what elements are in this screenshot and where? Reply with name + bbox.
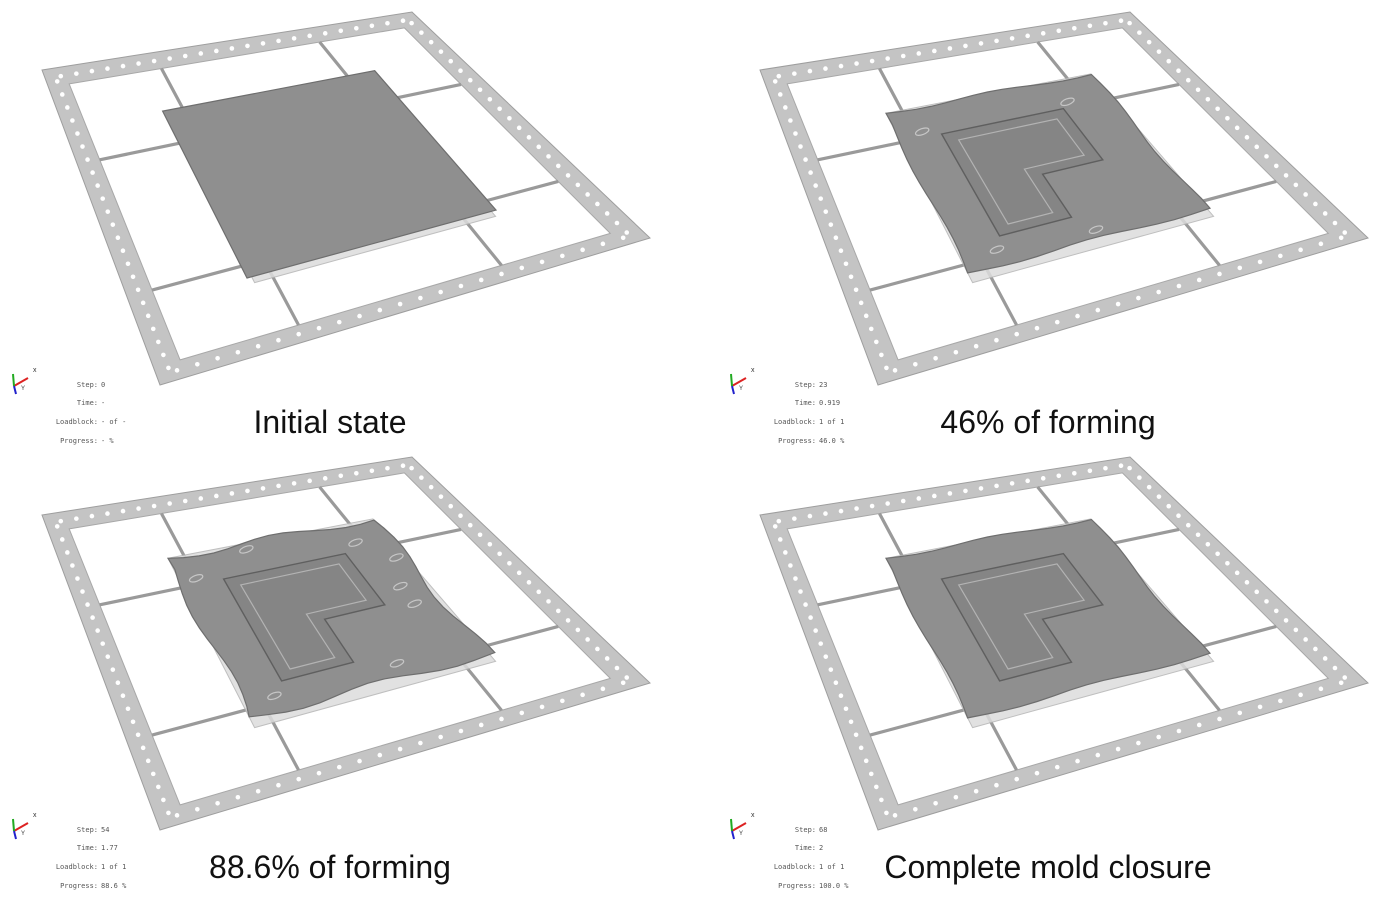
wrinkle-marks: [914, 97, 1104, 254]
composite-sheet: [166, 519, 496, 718]
wrinkle-marks: [188, 538, 422, 701]
progress-value: 46.0 %: [819, 437, 845, 446]
progress-value: - %: [101, 437, 114, 446]
formed-l-cavity: [940, 552, 1105, 682]
axis-y-label: Y: [21, 386, 25, 392]
panel-caption: 88.6% of forming: [209, 849, 451, 885]
frame-holes: [54, 463, 630, 818]
step-value: 23: [819, 380, 828, 389]
step-info: Step:0 Time:- Loadblock:- of - Progress:…: [55, 380, 127, 446]
loadblock-value: 1 of 1: [819, 863, 845, 872]
frame-holes: [772, 18, 1348, 373]
axis-x-label: x: [751, 367, 755, 374]
panel-caption: Initial state: [253, 404, 407, 440]
step-value: 68: [819, 825, 828, 834]
simulation-view: [41, 11, 651, 386]
simulation-view: [41, 456, 651, 831]
step-info: Step:54 Time:1.77 Loadblock:1 of 1 Progr…: [55, 825, 127, 891]
frame-holes: [772, 463, 1348, 818]
panel-caption: Complete mold closure: [884, 849, 1212, 885]
formed-l-cavity: [222, 552, 387, 682]
frame-holes: [54, 18, 630, 373]
axis-y-label: Y: [739, 386, 743, 392]
axis-x-label: x: [33, 812, 37, 819]
step-value: 54: [101, 825, 110, 834]
simulation-view: [759, 456, 1369, 831]
loadblock-value: 1 of 1: [101, 863, 127, 872]
time-value: 0.919: [819, 399, 841, 408]
step-info: Step:68 Time:2 Loadblock:1 of 1 Progress…: [773, 825, 849, 891]
loadblock-value: 1 of 1: [819, 418, 845, 427]
time-value: 1.77: [101, 844, 118, 853]
axis-y-label: Y: [739, 831, 743, 837]
composite-sheet: [885, 73, 1212, 274]
loadblock-value: - of -: [101, 418, 127, 427]
time-value: 2: [819, 844, 824, 853]
progress-value: 88.6 %: [101, 882, 127, 891]
time-value: -: [101, 399, 106, 408]
composite-sheet: [161, 70, 498, 279]
panel-caption: 46% of forming: [940, 404, 1156, 440]
simulation-view: [759, 11, 1369, 386]
step-info: Step:23 Time:0.919 Loadblock:1 of 1 Prog…: [773, 380, 845, 446]
step-value: 0: [101, 380, 106, 389]
formed-l-cavity: [940, 107, 1105, 237]
axis-x-label: x: [33, 367, 37, 374]
composite-sheet: [885, 518, 1212, 719]
axis-x-label: x: [751, 812, 755, 819]
axis-y-label: Y: [21, 831, 25, 837]
progress-value: 100.0 %: [819, 882, 849, 891]
